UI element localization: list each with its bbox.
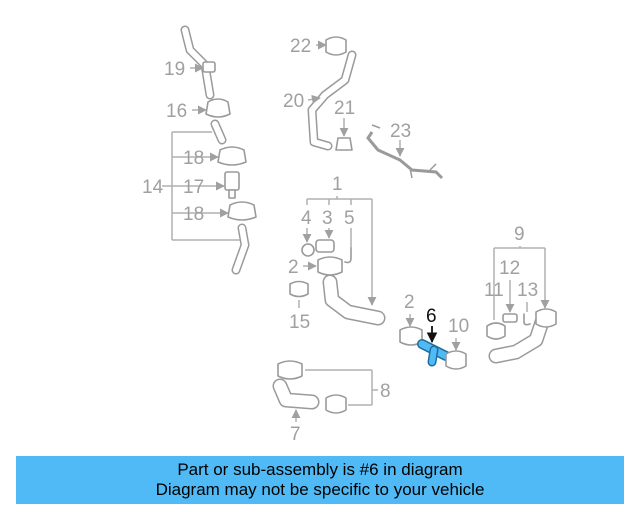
clamp-18-top (217, 146, 247, 166)
callout-9: 9 (514, 224, 525, 245)
valve-17-stem (228, 189, 236, 199)
callout-22: 22 (290, 36, 311, 57)
callout-15: 15 (289, 312, 310, 333)
clamp-10 (445, 350, 467, 370)
callout-6: 6 (426, 306, 437, 327)
banner-line-2: Diagram may not be specific to your vehi… (155, 480, 485, 499)
callout-20: 20 (283, 91, 304, 112)
valve-17 (224, 171, 240, 191)
right-center-assembly: 2 6 10 (399, 292, 469, 370)
clip-21 (335, 137, 353, 151)
callout-1: 1 (332, 174, 343, 195)
callout-21: 21 (334, 98, 355, 119)
clamp-22 (325, 36, 347, 56)
parts-diagram: 19 16 14 18 17 18 22 (142, 25, 557, 445)
clamp-11 (486, 322, 506, 340)
pipe-19-clip (202, 61, 216, 73)
callout-5: 5 (344, 208, 355, 229)
connector-12 (502, 313, 518, 323)
clamp-18-bottom (227, 201, 257, 221)
callout-13: 13 (517, 280, 538, 301)
clamp-8-top (277, 360, 303, 380)
hook-5 (344, 247, 352, 264)
top-assembly: 22 20 21 23 (283, 36, 444, 180)
callout-23: 23 (390, 121, 411, 142)
highlighted-part-6 (417, 339, 451, 367)
callout-12: 12 (499, 258, 520, 279)
callout-14: 14 (142, 177, 164, 198)
callout-2-right: 2 (404, 292, 415, 313)
hook-13 (523, 313, 531, 326)
clamp-15 (289, 280, 309, 298)
clamp-9 (535, 308, 557, 328)
connector-3 (315, 239, 335, 253)
center-assembly: 1 4 3 5 2 15 (288, 174, 386, 333)
callout-3: 3 (322, 208, 333, 229)
right-assembly: 9 12 11 13 (484, 224, 557, 364)
ring-4 (301, 243, 315, 257)
callout-16: 16 (166, 101, 187, 122)
callout-8: 8 (380, 381, 391, 402)
callout-4: 4 (301, 208, 312, 229)
callout-17: 17 (183, 177, 204, 198)
clamp-16 (205, 98, 231, 118)
bottom-assembly: 8 7 (272, 360, 391, 445)
info-banner: Part or sub-assembly is #6 in diagram Di… (16, 456, 624, 504)
clamp-8-bottom (325, 394, 347, 414)
callout-7: 7 (290, 424, 301, 445)
banner-line-1: Part or sub-assembly is #6 in diagram (177, 460, 463, 479)
callout-19: 19 (164, 59, 185, 80)
callout-18-bottom: 18 (183, 204, 204, 225)
callout-11: 11 (484, 280, 504, 301)
callout-18-top: 18 (183, 148, 204, 169)
callout-10: 10 (448, 316, 469, 337)
left-assembly: 19 16 14 18 17 18 (142, 25, 257, 275)
callout-2-center: 2 (288, 257, 299, 278)
clamp-2-center (317, 256, 343, 276)
